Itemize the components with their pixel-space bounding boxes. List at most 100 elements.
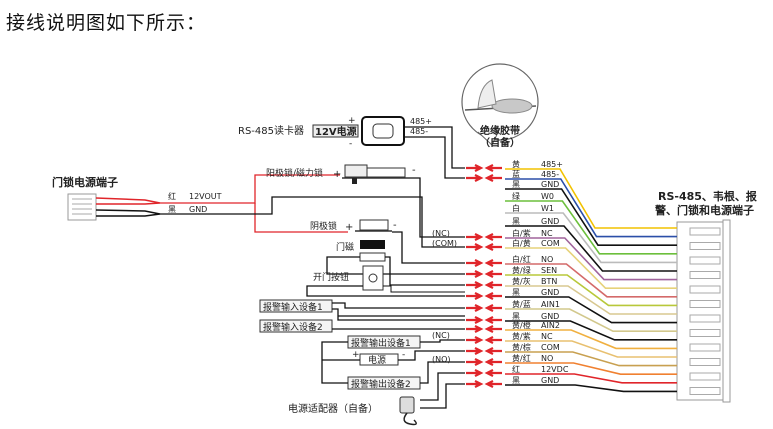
minus-sign: - xyxy=(393,220,397,231)
exit-button-label: 开门按钮 xyxy=(313,271,349,283)
pin-signal: COM xyxy=(541,239,560,248)
nc-label: (NC) xyxy=(432,229,450,238)
power-adapter: 电源适配器（自备） xyxy=(288,372,465,426)
arrow-left-icon xyxy=(484,174,502,182)
arrow-right-icon xyxy=(466,358,484,366)
pin-signal: BTN xyxy=(541,277,557,286)
arrow-left-icon xyxy=(484,281,502,289)
insulation-tape-note: （自备） xyxy=(480,136,520,149)
wire xyxy=(505,308,677,332)
pin-row-gnd: 黑 GND xyxy=(505,180,677,246)
wire xyxy=(505,351,677,367)
pin-row-btn: 黄/灰 BTN xyxy=(466,276,677,315)
main-terminal: RS-485、韦根、报 警、门锁和电源端子 xyxy=(654,189,758,403)
arrow-left-icon xyxy=(484,304,502,312)
pin-color-name: 黑 xyxy=(512,288,520,297)
pin-color-name: 黄/绿 xyxy=(512,265,531,275)
main-terminal-title: RS-485、韦根、报 xyxy=(658,189,758,203)
pin-signal: AIN2 xyxy=(541,321,560,330)
wire xyxy=(505,188,677,246)
arrow-right-icon xyxy=(466,233,484,241)
pin-signal: W1 xyxy=(541,204,554,213)
terminal-slot xyxy=(689,358,721,366)
reader-pin-485p: 485+ xyxy=(410,117,432,126)
pin-color-name: 黄/紫 xyxy=(512,331,531,341)
alarm-input-1: 报警输入设备1 xyxy=(259,299,465,321)
terminal-slot xyxy=(689,285,721,294)
insulation-tape-callout: 绝缘胶带 （自备） xyxy=(461,63,539,149)
lock-power-terminal: 门锁电源端子 红 12VOUT 黑 GND xyxy=(52,174,465,248)
arrow-left-icon xyxy=(484,336,502,344)
pin-color-name: 蓝 xyxy=(512,169,520,179)
card-reader: RS-485读卡器 12V电源 + - 485+ 485- xyxy=(238,116,465,179)
reader-pin-485n: 485- xyxy=(410,127,428,136)
pin-signal: NC xyxy=(541,229,553,238)
terminal-slot xyxy=(689,300,721,308)
wire xyxy=(505,200,677,255)
terminal-slot xyxy=(689,343,721,352)
pin-signal: GND xyxy=(541,217,559,226)
wire xyxy=(505,168,677,229)
arrow-left-icon xyxy=(484,259,502,267)
door-sensor-label: 门磁 xyxy=(336,241,354,253)
minus-sign: - xyxy=(349,139,352,149)
pin-signal: NO xyxy=(541,255,553,264)
arrow-right-icon xyxy=(466,292,484,300)
wire xyxy=(505,362,677,375)
pin-color-name: 黑 xyxy=(512,180,520,189)
alarm-output-1-label: 报警输出设备1 xyxy=(351,337,411,349)
anode-lock: 阳极锁/磁力锁 + - (NC) (COM) xyxy=(266,164,465,248)
arrow-right-icon xyxy=(466,174,484,182)
alarm-output-2-label: 报警输出设备2 xyxy=(351,378,411,390)
lock-power-title: 门锁电源端子 xyxy=(52,175,118,189)
wire xyxy=(505,373,677,384)
pin-color-name: 红 xyxy=(512,364,520,374)
arrow-left-icon xyxy=(484,164,502,172)
arrow-left-icon xyxy=(484,270,502,278)
plus-sign: + xyxy=(345,222,353,233)
power-supply-label: 电源 xyxy=(368,354,386,366)
arrow-left-icon xyxy=(484,316,502,324)
wire xyxy=(505,237,677,281)
arrow-left-icon xyxy=(484,243,502,251)
pin-signal: COM xyxy=(541,343,560,352)
wire xyxy=(505,247,677,289)
pin-signal: NO xyxy=(541,354,553,363)
insulation-tape-label: 绝缘胶带 xyxy=(480,124,520,137)
wire xyxy=(505,329,677,350)
wire xyxy=(505,384,677,393)
arrow-right-icon xyxy=(466,347,484,355)
pin-color-name: 黄 xyxy=(512,159,520,169)
arrow-right-icon xyxy=(466,259,484,267)
pin-color-name: 黄/棕 xyxy=(512,342,531,352)
wire-signal: 12VOUT xyxy=(189,192,222,201)
alarm-input-2: 报警输入设备2 xyxy=(259,319,465,333)
wire xyxy=(505,178,677,238)
pin-color-name: 白 xyxy=(512,203,520,213)
pin-signal: 485+ xyxy=(541,160,563,169)
card-reader-label: RS-485读卡器 xyxy=(238,124,304,137)
arrow-right-icon xyxy=(466,380,484,388)
wire xyxy=(505,274,677,307)
wire xyxy=(505,340,677,358)
cathode-lock-label: 阴极锁 xyxy=(310,220,337,232)
wire-color: 黑 xyxy=(168,205,176,214)
alarm-out-no-label: (NO) xyxy=(432,355,451,364)
pin-signal: SEN xyxy=(541,266,557,275)
arrow-left-icon xyxy=(484,325,502,333)
terminal-slot xyxy=(689,329,721,337)
pin-color-name: 黄/灰 xyxy=(512,276,531,286)
wire xyxy=(505,225,677,272)
